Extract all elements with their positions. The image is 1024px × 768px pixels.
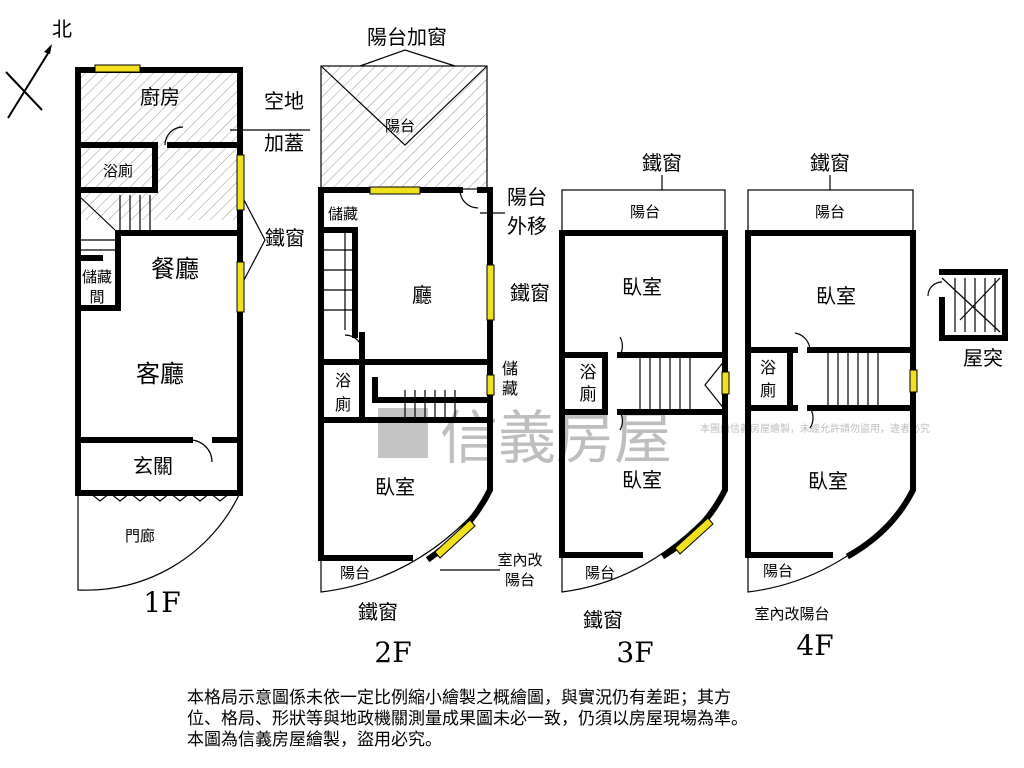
room-bedroom-bottom: 臥室	[808, 469, 848, 493]
iron-window-label: 鐵窗	[265, 226, 305, 250]
north-label: 北	[52, 17, 72, 41]
balcony-window-label: 陽台加窗	[367, 25, 447, 49]
room-hall: 廳	[412, 283, 432, 307]
indoor-balcony-label: 室內改陽台	[754, 605, 829, 623]
floor-1f: 廚房 空地 加蓋 浴廁 餐廳 儲藏 間 客廳 玄關 門廊 鐵窗 1F	[75, 64, 310, 619]
roof-structure: 屋突	[927, 269, 1008, 370]
moved-balcony-2: 外移	[507, 214, 547, 238]
floor-title-1f: 1F	[143, 586, 180, 619]
room-bath-1: 浴	[335, 371, 351, 390]
room-balcony-bottom: 陽台	[763, 562, 793, 580]
floor-title-2f: 2F	[374, 636, 411, 669]
watermark-brand: 信義房屋	[440, 404, 672, 472]
room-balcony: 陽台	[630, 203, 660, 221]
room-bedroom-top: 臥室	[622, 275, 662, 299]
iron-window-bottom: 鐵窗	[358, 600, 398, 624]
disclaimer-line: 本圖為信義房屋繪製，盜用必究。	[187, 730, 442, 750]
room-balcony-bottom: 陽台	[585, 564, 615, 582]
room-bath: 浴廁	[103, 162, 133, 180]
floor-3f: 鐵窗 陽台 臥室 浴 廁 臥室 陽台 鐵窗 3F	[559, 151, 730, 669]
room-bedroom-bottom: 臥室	[622, 468, 662, 492]
room-porch: 門廊	[125, 527, 155, 545]
room-balcony: 陽台	[385, 117, 415, 135]
indoor-balcony-1: 室內改	[497, 551, 542, 569]
room-entry: 玄關	[133, 454, 173, 478]
room-balcony: 陽台	[815, 203, 845, 221]
moved-balcony-1: 陽台	[507, 185, 547, 209]
iron-window-top: 鐵窗	[810, 151, 850, 175]
floor-4f: 鐵窗 陽台 臥室 浴 廁 臥室 陽台 室內改陽台 4F	[745, 151, 918, 662]
disclaimer: 本格局示意圖係未依一定比例縮小繪製之概繪圖，與實況仍有差距；其方 位、格局、形狀…	[187, 688, 847, 751]
indoor-balcony-2: 陽台	[505, 571, 535, 589]
iron-window-bottom: 鐵窗	[583, 608, 623, 632]
disclaimer-line: 位、格局、形狀等與地政機關測量成果圖未必一致，仍須以房屋現場為準。	[187, 709, 748, 729]
iron-window-top: 鐵窗	[642, 151, 682, 175]
floor-2f: 陽台加窗 陽台 儲藏 廳 陽台 外移 鐵窗 浴 廁 儲 藏 臥室 陽台 鐵窗 室…	[318, 25, 550, 669]
room-kitchen: 廚房	[140, 85, 180, 109]
room-storage-1: 儲藏	[82, 268, 112, 286]
iron-window-side: 鐵窗	[510, 281, 550, 305]
north-arrow-icon: 北	[5, 17, 72, 119]
floor-title-3f: 3F	[616, 636, 653, 669]
room-storage-2: 間	[89, 288, 104, 306]
room-storage-2: 藏	[502, 379, 518, 398]
roof-label: 屋突	[963, 346, 1003, 370]
room-balcony-bottom: 陽台	[340, 564, 370, 582]
room-bedroom: 臥室	[375, 475, 415, 499]
room-bedroom-top: 臥室	[816, 284, 856, 308]
watermark-notice: 本圖由信義房屋繪製，未經允許請勿盜用，違者必究	[700, 422, 930, 435]
addon-label-1: 空地	[264, 89, 304, 113]
room-dining: 餐廳	[151, 255, 199, 283]
room-living: 客廳	[136, 360, 184, 388]
floor-title-4f: 4F	[796, 629, 833, 662]
room-bath-1: 浴	[760, 358, 776, 377]
disclaimer-line: 本格局示意圖係未依一定比例縮小繪製之概繪圖，與實況仍有差距；其方	[187, 688, 731, 708]
room-bath-2: 廁	[335, 395, 351, 414]
room-storage-top: 儲藏	[328, 205, 358, 223]
watermark: 信義房屋 本圖由信義房屋繪製，未經允許請勿盜用，違者必究	[378, 404, 930, 472]
room-bath-1: 浴	[580, 363, 597, 383]
brand-logo-icon	[378, 408, 428, 458]
room-bath-2: 廁	[760, 381, 776, 400]
room-bath-2: 廁	[580, 384, 597, 405]
addon-label-2: 加蓋	[264, 131, 304, 155]
room-storage-1: 儲	[502, 359, 518, 378]
